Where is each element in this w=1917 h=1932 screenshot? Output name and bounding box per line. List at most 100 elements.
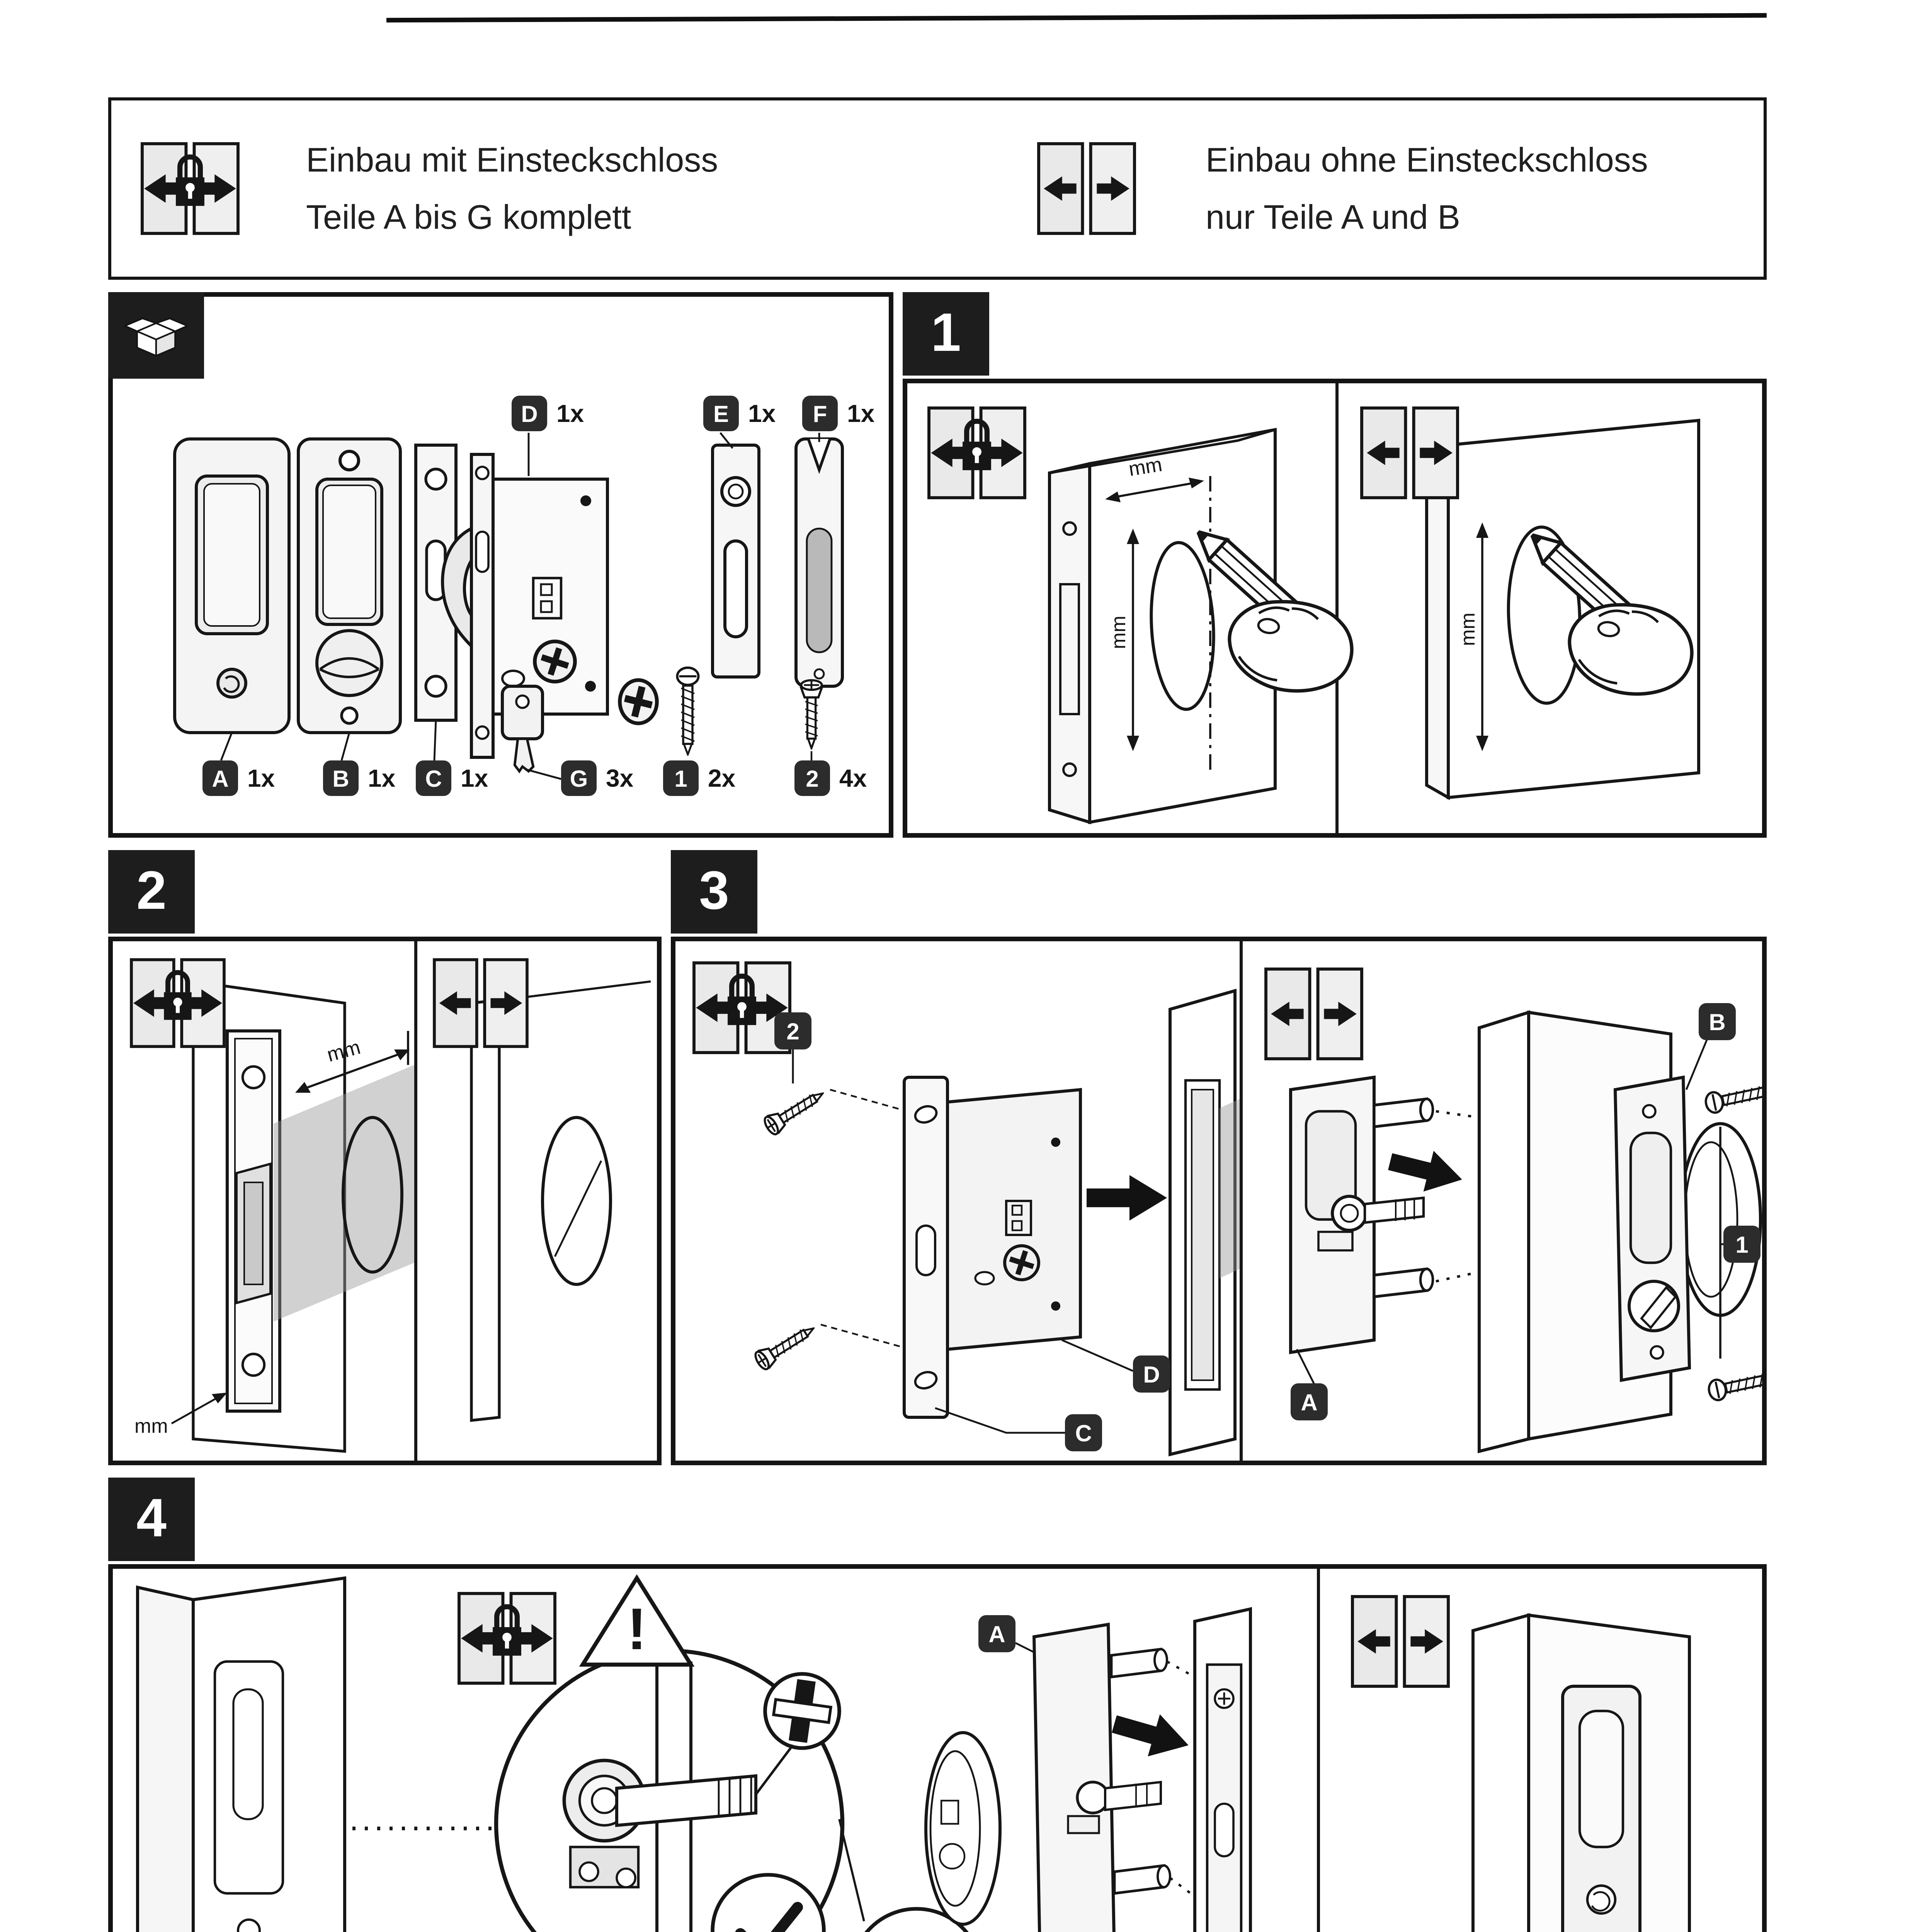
- door-edge-slab: [1166, 1607, 1252, 1932]
- screws-1-badge: 1: [663, 760, 699, 796]
- plate-b: [924, 1731, 1002, 1926]
- part-c-badge: C: [416, 760, 451, 796]
- strip-c-badge-label: C: [1075, 1420, 1092, 1446]
- plate-a-with-posts: [1032, 1622, 1171, 1932]
- screw-2-bottom: [753, 1320, 819, 1371]
- phillips-bit-detail: [755, 1672, 841, 1795]
- header-left-line1: Einbau mit Einsteckschloss: [306, 141, 718, 179]
- routed-groove: [470, 998, 501, 1422]
- step-3-panel: 2: [671, 937, 1767, 1465]
- step-4-number: 4: [136, 1488, 167, 1549]
- part-g-key: [501, 685, 561, 780]
- width-dimension: mm: [1105, 453, 1204, 502]
- part-b-plate: [297, 437, 402, 734]
- free-variant-icon: [1352, 1597, 1448, 1686]
- screws-2-label: 2: [774, 1012, 811, 1083]
- part-e-strike-plate: [711, 444, 760, 679]
- header-box: Einbau mit Einsteckschloss Teile A bis G…: [108, 97, 1767, 280]
- post-guides: [1436, 1110, 1480, 1283]
- header-right-text: Einbau ohne Einsteckschloss nur Teile A …: [1206, 131, 1648, 246]
- phillips-head-icon: [618, 678, 659, 725]
- plate-a-label: A: [978, 1615, 1047, 1660]
- part-d-badge: D: [512, 396, 547, 431]
- free-variant-icon: [1362, 408, 1458, 498]
- pliers-cut-detail: [838, 1819, 969, 1932]
- edge-dimension: mm: [134, 1393, 227, 1437]
- free-variant-icon: [1266, 969, 1362, 1059]
- part-e-badge-label: E: [713, 401, 729, 427]
- step-3-badge: 3: [671, 850, 757, 934]
- part-b-badge: B: [323, 760, 359, 796]
- handle-oval: [342, 1116, 403, 1274]
- traced-oval-right: [1507, 526, 1582, 705]
- header-left-line2: Teile A bis G komplett: [306, 198, 631, 236]
- warning-exclamation: !: [627, 1596, 647, 1662]
- scan-artifact-top: [386, 13, 1767, 23]
- part-d-badge-label: D: [521, 401, 538, 427]
- traced-oval: [1150, 541, 1215, 711]
- part-a-plate: [173, 437, 291, 734]
- lock-d-label: D: [1061, 1339, 1170, 1393]
- step-2-illustration: mm mm: [113, 941, 651, 1461]
- part-g-qty: 3x: [606, 764, 634, 792]
- dim-height-label: mm: [1107, 616, 1130, 649]
- part-f-badge-label: F: [813, 401, 827, 427]
- handle-oval-right: [541, 1116, 612, 1286]
- lock-variant-icon: [459, 1594, 555, 1683]
- strip-c-label: C: [935, 1407, 1102, 1451]
- step-4-panel: ! A: [108, 1564, 1767, 1932]
- edge-strip-c: [226, 1029, 281, 1413]
- door-back-view: [1471, 1613, 1691, 1932]
- plate-a-badge-label: A: [988, 1621, 1005, 1647]
- plate-b-label: B: [1685, 1003, 1736, 1090]
- part-c-qty: 1x: [461, 764, 488, 792]
- insert-arrow-right: [1385, 1141, 1467, 1200]
- part-e-qty: 1x: [748, 400, 776, 427]
- dim-height-right-label: mm: [1457, 612, 1479, 646]
- header-right-line2: nur Teile A und B: [1206, 198, 1460, 236]
- part-a-badge: A: [202, 760, 238, 796]
- step-4-badge: 4: [108, 1478, 195, 1561]
- header-left-text: Einbau mit Einsteckschloss Teile A bis G…: [306, 131, 718, 246]
- step-2-badge: 2: [108, 850, 195, 934]
- part-f-badge: F: [802, 396, 838, 431]
- part-g-badge: G: [561, 760, 597, 796]
- part-f-qty: 1x: [847, 400, 875, 427]
- screws-2-badge: 2: [794, 760, 830, 796]
- screws-1-badge-label: 1: [1735, 1232, 1748, 1258]
- screws-2-badge-label: 2: [806, 766, 818, 792]
- screw-2-top: [762, 1085, 828, 1136]
- plate-a-with-posts: [1289, 1075, 1434, 1354]
- door-slab-right: [1425, 418, 1700, 800]
- plate-b: [1613, 1075, 1691, 1382]
- step-2-number: 2: [136, 861, 167, 921]
- step-1-badge: 1: [903, 292, 989, 376]
- part-b-badge-label: B: [332, 766, 349, 792]
- door-with-ruler: [136, 1576, 346, 1932]
- warning-triangle: !: [579, 1574, 695, 1667]
- part-b-qty: 1x: [368, 764, 396, 792]
- part-e-badge: E: [703, 396, 739, 431]
- part-a-badge-label: A: [212, 766, 228, 792]
- step-3-number: 3: [699, 861, 729, 921]
- part-d-qty: 1x: [556, 400, 584, 427]
- screws-1-qty: 2x: [708, 764, 736, 792]
- insert-arrow: [1108, 1703, 1195, 1767]
- screw-guide-bottom: [820, 1323, 911, 1350]
- dim-edge-label: mm: [134, 1415, 168, 1437]
- screws-2-qty: 4x: [839, 764, 867, 792]
- screws-1-group: 1: [1704, 1077, 1762, 1402]
- screw-2-countersunk: [801, 680, 822, 748]
- step-1-number: 1: [931, 303, 961, 363]
- screws-1-badge-label: 1: [674, 766, 687, 792]
- parts-overview-box: D 1x E 1x F 1x A 1x B 1x C 1x G 3x 1 2x …: [108, 292, 893, 838]
- lock-d-badge-label: D: [1143, 1362, 1160, 1388]
- door-slab: [1048, 428, 1277, 825]
- strip-c: [903, 1076, 949, 1419]
- part-d-mortise-lock: [441, 453, 609, 759]
- spindle-detail-circle: [494, 1648, 845, 1932]
- parts-illustration: D 1x E 1x F 1x A 1x B 1x C 1x G 3x 1 2x …: [173, 396, 875, 796]
- header-right-line1: Einbau ohne Einsteckschloss: [1206, 141, 1648, 179]
- part-c-badge-label: C: [425, 766, 442, 792]
